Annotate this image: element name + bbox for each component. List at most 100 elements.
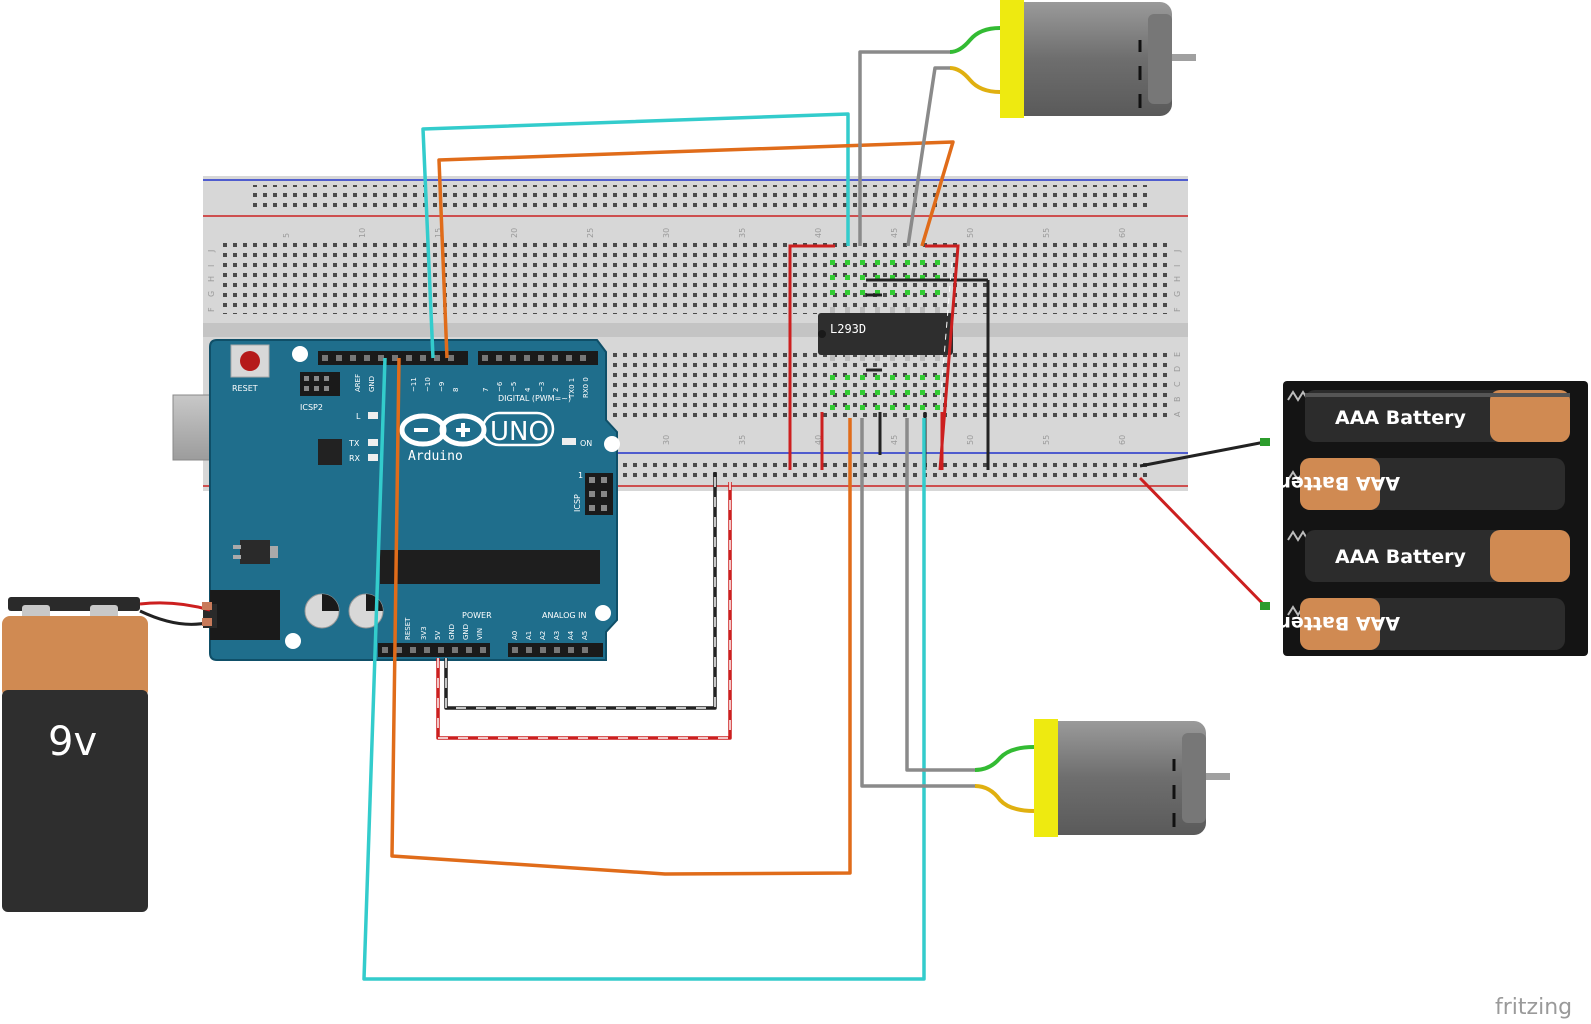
battery-label: 9v: [48, 719, 97, 765]
led-tx: [368, 439, 378, 446]
wire-green: [949, 26, 1001, 54]
pin-label: RX0 0: [582, 377, 590, 398]
connected-hole: [860, 375, 865, 380]
upper-terminal-holes: [220, 242, 1170, 314]
center-channel: [203, 323, 1188, 337]
connected-hole: [830, 405, 835, 410]
l293d-chip: L293D: [818, 307, 953, 361]
connected-hole: [875, 405, 880, 410]
icsp2-label: ICSP2: [300, 403, 323, 412]
connected-hole: [890, 275, 895, 280]
connected-hole: [935, 260, 940, 265]
icsp2-header: [300, 372, 340, 396]
col-number: 35: [738, 228, 747, 238]
wire-red: [1138, 476, 1267, 608]
reset-button-cap: [240, 351, 260, 371]
pack-body: [1283, 381, 1588, 656]
pin-label: A4: [567, 630, 575, 640]
mounting-hole: [292, 346, 308, 362]
board-model: UNO: [490, 417, 549, 447]
battery-body: [2, 690, 148, 912]
uno-badge: [481, 411, 555, 447]
col-number: 25: [586, 228, 595, 238]
power-jack: [210, 590, 280, 640]
connected-hole: [905, 275, 910, 280]
wire-red: [139, 601, 211, 612]
connected-hole: [920, 375, 925, 380]
connected-hole: [890, 390, 895, 395]
led-rx: [368, 454, 378, 461]
pin-label: A0: [511, 631, 519, 640]
motor-shaft: [1206, 773, 1230, 780]
wire-red: [788, 244, 835, 470]
chip-jumpers: [788, 244, 990, 471]
col-number: 30: [662, 228, 671, 238]
pin-label: 3V3: [420, 626, 428, 640]
connected-hole: [860, 275, 865, 280]
digital-label: DIGITAL (PWM=~): [498, 394, 571, 403]
row-letter: H: [207, 276, 216, 282]
connected-hole: [920, 260, 925, 265]
col-number: 45: [890, 435, 899, 445]
pin-label: 2: [552, 388, 560, 392]
connected-hole: [935, 375, 940, 380]
pin-label: ~3: [538, 382, 546, 392]
connected-hole: [845, 375, 850, 380]
connected-hole: [920, 390, 925, 395]
connected-hole: [830, 290, 835, 295]
chip-connected-holes: [830, 260, 940, 410]
connected-hole: [920, 405, 925, 410]
connected-hole: [845, 290, 850, 295]
microcontroller: [380, 550, 600, 584]
pin-label: 7: [482, 388, 490, 392]
pin-label: GND: [368, 376, 376, 392]
col-number: 55: [1042, 435, 1051, 445]
led-l: [368, 412, 378, 419]
wire-red: [925, 244, 960, 471]
connected-hole: [860, 260, 865, 265]
connected-hole: [890, 405, 895, 410]
icsp-label: ICSP: [573, 494, 582, 512]
connected-hole: [845, 260, 850, 265]
wire-green: [974, 745, 1035, 772]
battery-cell-label: AAA Battery: [1269, 612, 1400, 634]
wire-stripe: [445, 472, 716, 709]
arduino-uno-board: RESET ICSP2 AREF GND ~11 ~10 ~9 8 7 ~6 ~…: [172, 339, 620, 661]
motor-body: [1046, 721, 1206, 835]
wire-gray: [906, 66, 950, 247]
col-number: 60: [1118, 435, 1127, 445]
analog-label: ANALOG IN: [542, 611, 587, 620]
connected-hole: [860, 405, 865, 410]
connected-hole: [830, 375, 835, 380]
wire-gray: [858, 50, 950, 246]
connected-hole: [935, 405, 940, 410]
motor-shaft: [1172, 54, 1196, 61]
col-number: 40: [814, 228, 823, 238]
long-wires: [362, 50, 975, 981]
connected-hole: [845, 275, 850, 280]
connected-hole: [860, 390, 865, 395]
row-letter: A: [1173, 411, 1182, 417]
led-l-label: L: [356, 412, 361, 421]
col-number: 5: [282, 233, 291, 238]
row-letter: J: [207, 250, 216, 253]
row-letter: I: [1173, 265, 1182, 267]
row-letter: H: [1173, 276, 1182, 282]
connected-hole: [905, 390, 910, 395]
pin-label: 5V: [434, 631, 442, 640]
col-number: 45: [890, 228, 899, 238]
motor-cap: [1034, 719, 1058, 837]
usb-chip: [318, 439, 342, 465]
pin-label: ~11: [410, 377, 418, 392]
connected-hole: [890, 290, 895, 295]
connected-hole: [830, 275, 835, 280]
connected-hole: [905, 405, 910, 410]
battery-terminal: [90, 605, 118, 619]
connected-hole: [875, 290, 880, 295]
connected-hole: [875, 375, 880, 380]
connected-hole: [890, 260, 895, 265]
battery-cell-label: AAA Battery: [1269, 472, 1400, 494]
pin-label: ~6: [496, 381, 504, 392]
voltage-regulator: [240, 540, 270, 564]
pin-label: TX0 1: [568, 378, 576, 399]
